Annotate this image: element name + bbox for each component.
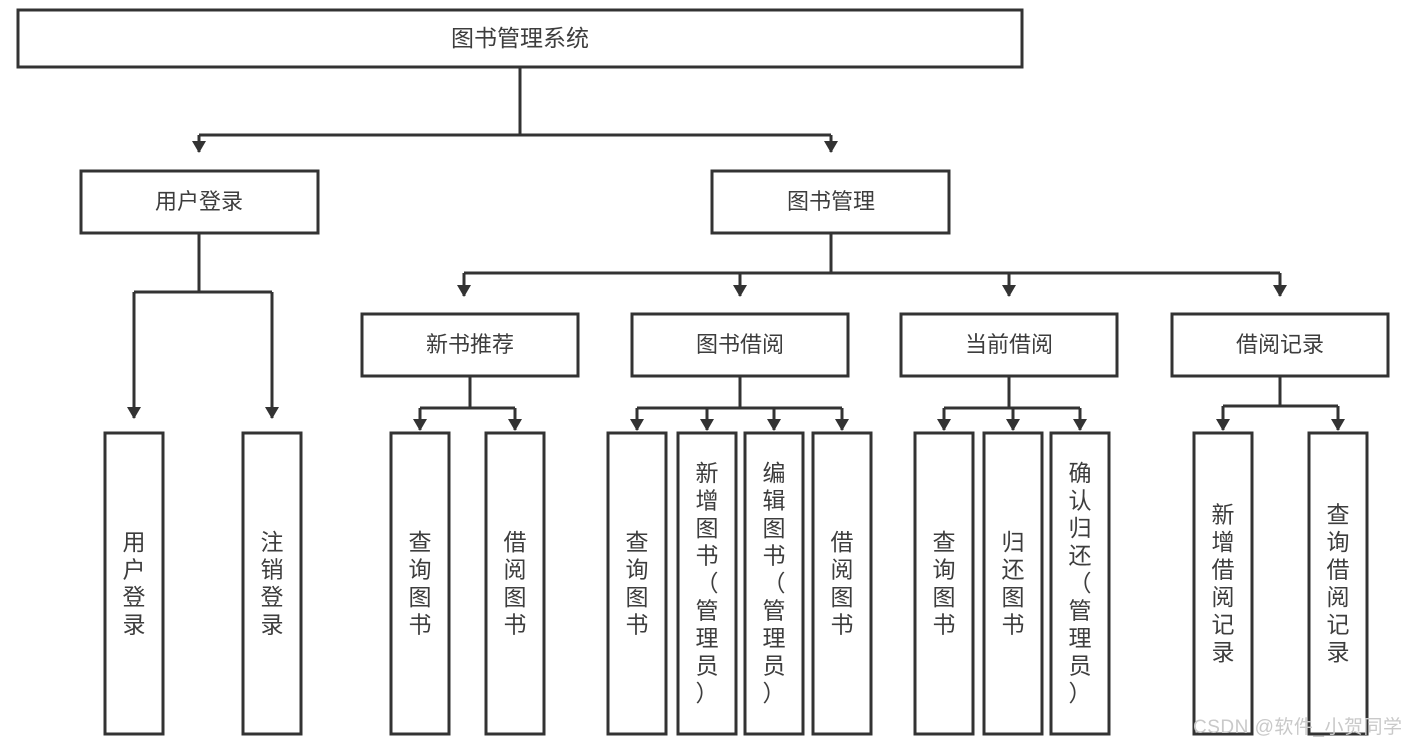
node-leaf-add-borrow-record-label: 新增借阅记录 [1212, 501, 1235, 665]
node-leaf-user-logout[interactable]: 注销登录 [241, 431, 303, 736]
node-user-login-label: 用户登录 [155, 189, 243, 214]
node-leaf-borrow-book-1[interactable]: 借阅图书 [484, 431, 546, 736]
node-new-book-recommend[interactable]: 新书推荐 [360, 312, 580, 378]
node-book-management-label: 图书管理 [787, 189, 875, 214]
node-leaf-borrow-book-1-label: 借阅图书 [504, 529, 527, 638]
node-leaf-edit-book[interactable]: 编辑图书（管理员） [743, 431, 805, 736]
connector-new-book-recommend-to-leaves [413, 376, 522, 431]
node-book-management[interactable]: 图书管理 [710, 169, 951, 235]
node-leaf-borrow-book-2-label: 借阅图书 [831, 529, 854, 638]
node-new-book-recommend-label: 新书推荐 [426, 332, 514, 357]
node-user-login[interactable]: 用户登录 [79, 169, 320, 235]
node-book-borrow-label: 图书借阅 [696, 332, 784, 357]
node-leaf-add-book[interactable]: 新增图书（管理员） [676, 431, 738, 736]
node-current-borrow[interactable]: 当前借阅 [899, 312, 1119, 378]
node-book-borrow[interactable]: 图书借阅 [630, 312, 850, 378]
node-leaf-confirm-return[interactable]: 确认归还（管理员） [1049, 431, 1111, 736]
node-leaf-query-book-1[interactable]: 查询图书 [389, 431, 451, 736]
node-borrow-record[interactable]: 借阅记录 [1170, 312, 1390, 378]
node-leaf-query-book-2[interactable]: 查询图书 [606, 431, 668, 736]
node-leaf-query-book-3-label: 查询图书 [933, 529, 956, 638]
node-leaf-query-book-3[interactable]: 查询图书 [913, 431, 975, 736]
node-current-borrow-label: 当前借阅 [965, 332, 1053, 357]
node-leaf-user-logout-label: 注销登录 [261, 529, 284, 638]
connector-book-borrow-to-leaves [630, 376, 849, 431]
node-leaf-query-book-2-label: 查询图书 [626, 529, 649, 638]
node-leaf-user-login[interactable]: 用户登录 [103, 431, 165, 736]
node-leaf-confirm-return-label: 确认归还（管理员） [1069, 460, 1092, 706]
connector-book-management-to-level3 [457, 233, 1287, 297]
node-root[interactable]: 图书管理系统 [16, 8, 1024, 69]
node-leaf-return-book-label: 归还图书 [1002, 529, 1025, 638]
node-leaf-user-login-label: 用户登录 [123, 529, 146, 638]
connector-user-login-to-leaves [127, 233, 279, 419]
node-borrow-record-label: 借阅记录 [1236, 332, 1324, 357]
csdn-watermark: CSDN @软件_小贺同学 [1193, 717, 1403, 738]
node-leaf-return-book[interactable]: 归还图书 [982, 431, 1044, 736]
connector-borrow-record-to-leaves [1216, 376, 1345, 431]
connector-root-to-level2 [192, 68, 838, 153]
node-leaf-add-borrow-record[interactable]: 新增借阅记录 [1192, 431, 1254, 736]
connector-current-borrow-to-leaves [937, 376, 1087, 431]
node-leaf-edit-book-label: 编辑图书（管理员） [763, 460, 786, 706]
node-leaf-query-book-1-label: 查询图书 [409, 529, 432, 638]
node-leaf-add-book-label: 新增图书（管理员） [696, 460, 719, 706]
node-root-label: 图书管理系统 [451, 25, 589, 51]
node-leaf-query-borrow-record[interactable]: 查询借阅记录 [1307, 431, 1369, 736]
node-leaf-borrow-book-2[interactable]: 借阅图书 [811, 431, 873, 736]
node-leaf-query-borrow-record-label: 查询借阅记录 [1327, 501, 1350, 665]
